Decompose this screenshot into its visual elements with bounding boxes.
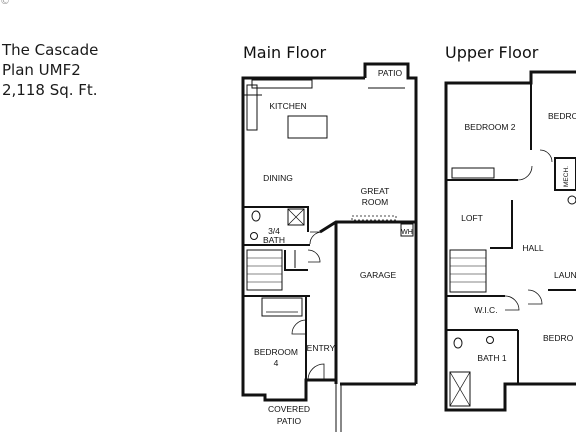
room-label-covered-patio-2: PATIO xyxy=(277,416,302,426)
stair-block xyxy=(246,249,283,291)
plan-code: Plan UMF2 xyxy=(2,61,81,79)
mech-door xyxy=(539,149,553,163)
kitchen-counter-side xyxy=(246,84,258,131)
room-label-bath-1: 3/4 xyxy=(268,226,280,236)
room-label-bath-1-upper: BATH 1 xyxy=(477,353,506,363)
room-label-covered-patio-1: COVERED xyxy=(268,404,310,414)
plan-area: 2,118 Sq. Ft. xyxy=(2,81,98,99)
upper-floor-labels: BEDROOM 2 BEDRO MECH. LOFT HALL LAUND W.… xyxy=(461,111,576,363)
room-label-wh: WH xyxy=(401,229,413,236)
room-label-garage: GARAGE xyxy=(360,270,397,280)
upper-shower xyxy=(449,371,471,407)
main-floor-title: Main Floor xyxy=(243,43,327,62)
upper-stair-block xyxy=(449,249,487,293)
kitchen-counter xyxy=(251,79,313,89)
water-heater xyxy=(400,223,414,237)
main-floor-labels: PATIO KITCHEN DINING GREAT ROOM 3/4 BATH… xyxy=(254,68,413,426)
stair-door xyxy=(307,249,321,263)
great-room-marker xyxy=(351,215,397,221)
room-label-great-room-1: GREAT xyxy=(361,186,390,196)
bedroom2-closet xyxy=(451,167,495,179)
bath-wall xyxy=(243,206,309,232)
entry-door xyxy=(307,363,325,381)
copyright-mark: © xyxy=(0,0,10,7)
main-floor-plan xyxy=(241,62,418,432)
main-exterior-wall-right xyxy=(363,62,418,384)
upper-sink xyxy=(486,336,494,344)
upper-exterior-wall xyxy=(444,70,576,412)
sink xyxy=(250,232,258,240)
toilet xyxy=(251,210,261,222)
bedroom-door xyxy=(291,319,307,335)
bath-door xyxy=(309,231,323,245)
shower xyxy=(287,208,305,226)
room-label-kitchen: KITCHEN xyxy=(269,101,306,111)
room-label-hall: HALL xyxy=(522,243,544,253)
laundry-door xyxy=(527,289,543,305)
bedroom-closet xyxy=(261,297,303,317)
room-label-bedroom-number: 4 xyxy=(274,358,279,368)
room-label-loft: LOFT xyxy=(461,213,483,223)
wic-door xyxy=(504,295,520,311)
main-exterior-wall xyxy=(241,76,365,402)
upper-floor-plan xyxy=(444,70,576,412)
room-label-wic: W.I.C. xyxy=(474,305,497,315)
kitchen-island xyxy=(287,115,328,139)
bedroom2-door xyxy=(517,165,533,181)
upper-stair-rail xyxy=(490,200,513,249)
room-label-great-room-2: ROOM xyxy=(362,197,388,207)
upper-toilet xyxy=(453,337,463,349)
room-label-bedroom: BEDROOM xyxy=(254,347,298,357)
room-label-patio: PATIO xyxy=(378,68,403,78)
room-label-bedroom-2: BEDROOM 2 xyxy=(464,122,515,132)
room-label-bath-2: BATH xyxy=(263,235,285,245)
laundry-hook xyxy=(567,195,576,205)
room-label-laundry: LAUND xyxy=(554,270,576,280)
upper-shower-x2 xyxy=(449,371,471,407)
upper-floor-title: Upper Floor xyxy=(445,43,539,62)
room-label-mech: MECH. xyxy=(563,166,570,187)
stair-rail xyxy=(284,250,308,271)
room-label-dining: DINING xyxy=(263,173,293,183)
shower-x2 xyxy=(287,208,305,226)
room-label-bedroom-lower: BEDRO xyxy=(543,333,574,343)
room-label-entry: ENTRY xyxy=(307,343,336,353)
plan-info: The Cascade Plan UMF2 2,118 Sq. Ft. xyxy=(2,40,98,100)
plan-name: The Cascade xyxy=(2,41,99,59)
room-label-bedroom-right: BEDRO xyxy=(548,111,576,121)
mech-room xyxy=(554,157,576,191)
